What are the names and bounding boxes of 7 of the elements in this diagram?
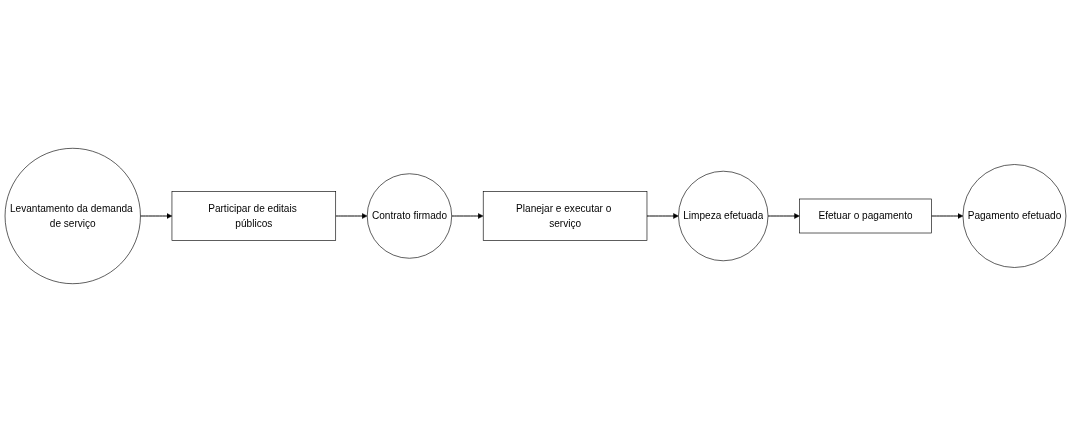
node-circle: Pagamento efetuado: [962, 164, 1067, 268]
node-box: Participar de editais públicos: [171, 191, 337, 241]
node-box: Planejar e executar o serviço: [482, 191, 648, 241]
node-box: Efetuar o pagamento: [799, 198, 932, 234]
node-circle: Limpeza efetuada: [678, 170, 769, 262]
node-circle: Levantamento da demanda de serviço: [4, 147, 141, 285]
node-circle: Contrato firmado: [366, 173, 453, 259]
